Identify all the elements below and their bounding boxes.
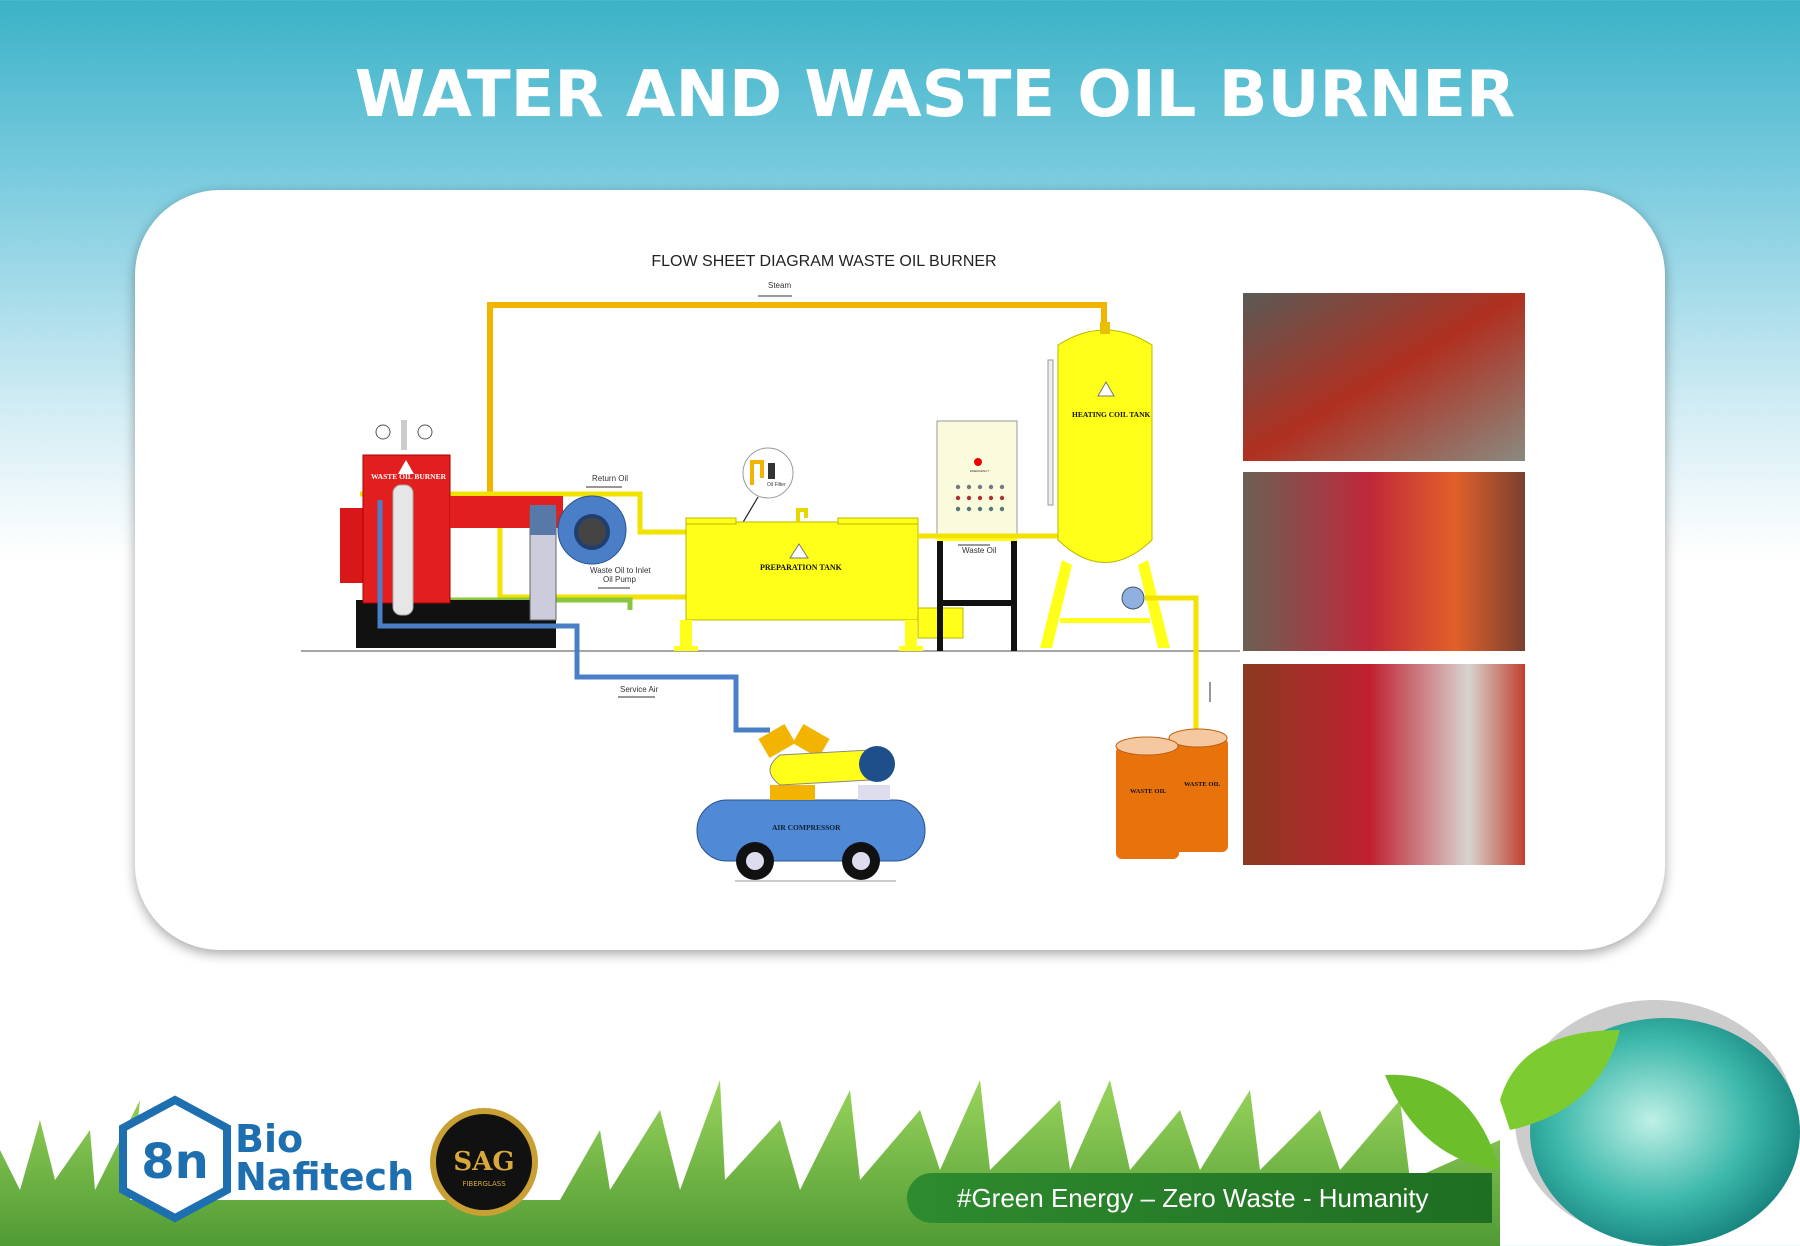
photo-boiler-room xyxy=(1243,293,1525,461)
barrel-2-label: WASTE OIL xyxy=(1184,781,1221,788)
bio-nafitech-logo: 8n xyxy=(119,1095,231,1223)
svg-text:8n: 8n xyxy=(141,1134,209,1190)
inlet-label-1: Waste Oil to Inlet xyxy=(590,566,651,575)
diagram-title: FLOW SHEET DIAGRAM WASTE OIL BURNER xyxy=(651,253,996,270)
steam-pipe xyxy=(487,302,1107,500)
heating-coil-tank: HEATING COIL TANK xyxy=(1040,322,1199,740)
steam-label: Steam xyxy=(768,281,791,290)
sag-fiberglass-logo: SAG FIBERGLASS xyxy=(430,1108,538,1216)
leaf-icon xyxy=(1385,1074,1500,1170)
page-title: WATER AND WASTE OIL BURNER xyxy=(354,58,1516,132)
sag-logo-sub: FIBERGLASS xyxy=(462,1180,506,1188)
leaf-icon xyxy=(1500,1030,1620,1130)
logo-text-nafitech: Nafitech xyxy=(235,1155,415,1199)
service-air-label: Service Air xyxy=(620,685,659,694)
sag-logo-text: SAG xyxy=(453,1147,514,1177)
return-oil-label: Return Oil xyxy=(592,474,628,483)
preparation-tank: PREPARATION TANK xyxy=(674,508,964,651)
emergency-label: EMERGENCY xyxy=(970,469,989,473)
air-compressor: AIR COMPRESSOR xyxy=(696,723,926,882)
photo-burner-closeup xyxy=(1243,472,1525,651)
heating-tank-label: HEATING COIL TANK xyxy=(1072,410,1151,419)
slogan-banner: #Green Energy – Zero Waste - Humanity xyxy=(907,1173,1492,1223)
inlet-label-2: Oil Pump xyxy=(603,575,636,584)
barrel-1-label: WASTE OIL xyxy=(1130,788,1167,795)
compressor-label: AIR COMPRESSOR xyxy=(772,823,841,832)
waste-oil-burner: WASTE OIL BURNER xyxy=(340,420,627,648)
service-air-pipe xyxy=(377,500,770,733)
burner-label: WASTE OIL BURNER xyxy=(371,472,447,481)
waste-oil-label: Waste Oil xyxy=(962,546,997,555)
inlet-oil-pipe xyxy=(497,500,686,600)
return-oil-pipe xyxy=(360,491,690,535)
waste-oil-barrels: WASTE OIL WASTE OIL xyxy=(1115,728,1228,859)
prep-tank-label: PREPARATION TANK xyxy=(760,563,843,572)
logo-text-bio: Bio xyxy=(235,1117,304,1161)
oil-filter-label: Oil Filter xyxy=(767,482,786,488)
photo-burner-installation xyxy=(1243,664,1525,865)
